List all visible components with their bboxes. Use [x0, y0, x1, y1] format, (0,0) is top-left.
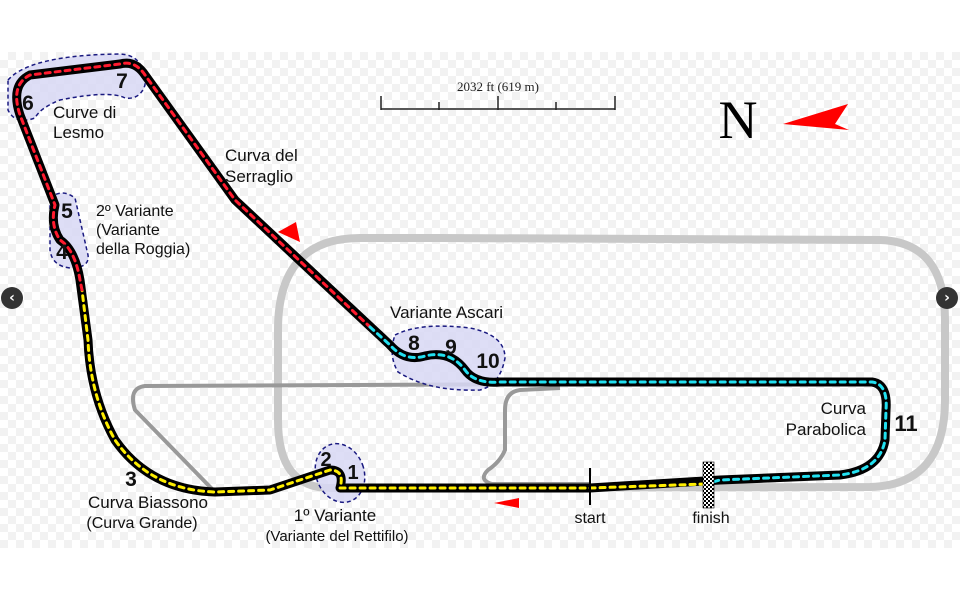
compass-north-label: N [719, 90, 758, 150]
turn-number-4: 4 [56, 241, 68, 264]
corner-name-roggia: della Roggia) [96, 241, 190, 258]
corner-name-ascari: Variante Ascari [390, 303, 503, 322]
corner-name-lesmo: Lesmo [53, 123, 104, 142]
previous-image-button[interactable]: ‹ [1, 287, 23, 309]
corner-name-biassono: (Curva Grande) [86, 515, 197, 532]
corner-name-parabolica: Curva [821, 399, 867, 418]
turn-number-6: 6 [22, 92, 34, 115]
scale-bar [380, 96, 616, 110]
turn-number-7: 7 [116, 70, 128, 93]
chevron-right-icon: › [944, 290, 950, 306]
image-viewer [0, 52, 960, 548]
finish-label: finish [692, 510, 729, 527]
turn-number-5: 5 [61, 200, 73, 223]
turn-number-8: 8 [408, 332, 420, 355]
corner-name-serraglio: Serraglio [225, 167, 293, 186]
zone-roggia [49, 192, 89, 269]
corner-name-parabolica: Parabolica [786, 420, 867, 439]
corner-name-serraglio: Curva del [225, 146, 298, 165]
main-circuit [12, 58, 891, 497]
corner-name-biassono: Curva Biassono [88, 493, 208, 512]
corner-name-rettifilo: 1º Variante [294, 506, 376, 525]
turn-number-1: 1 [347, 462, 358, 484]
corner-name-roggia: (Variante [96, 222, 160, 239]
chevron-left-icon: ‹ [9, 290, 15, 306]
north-arrow-icon [783, 104, 849, 130]
turn-number-10: 10 [476, 350, 499, 373]
turn-number-2: 2 [320, 449, 331, 471]
finish-line [702, 461, 715, 509]
old-oval-circuit [274, 234, 949, 493]
corner-name-roggia: 2º Variante [96, 203, 174, 220]
direction-arrow-icon [494, 498, 519, 508]
turn-number-3: 3 [125, 468, 137, 491]
corner-name-lesmo: Curve di [53, 103, 116, 122]
direction-arrow-icon [278, 222, 300, 242]
turn-number-11: 11 [894, 411, 917, 436]
next-image-button[interactable]: › [936, 287, 958, 309]
service-road [131, 382, 590, 494]
scale-bar-label: 2032 ft (619 m) [457, 79, 539, 94]
turn-number-9: 9 [445, 336, 457, 359]
corner-name-rettifilo: (Variante del Rettifilo) [265, 528, 408, 545]
start-label: start [574, 510, 606, 527]
